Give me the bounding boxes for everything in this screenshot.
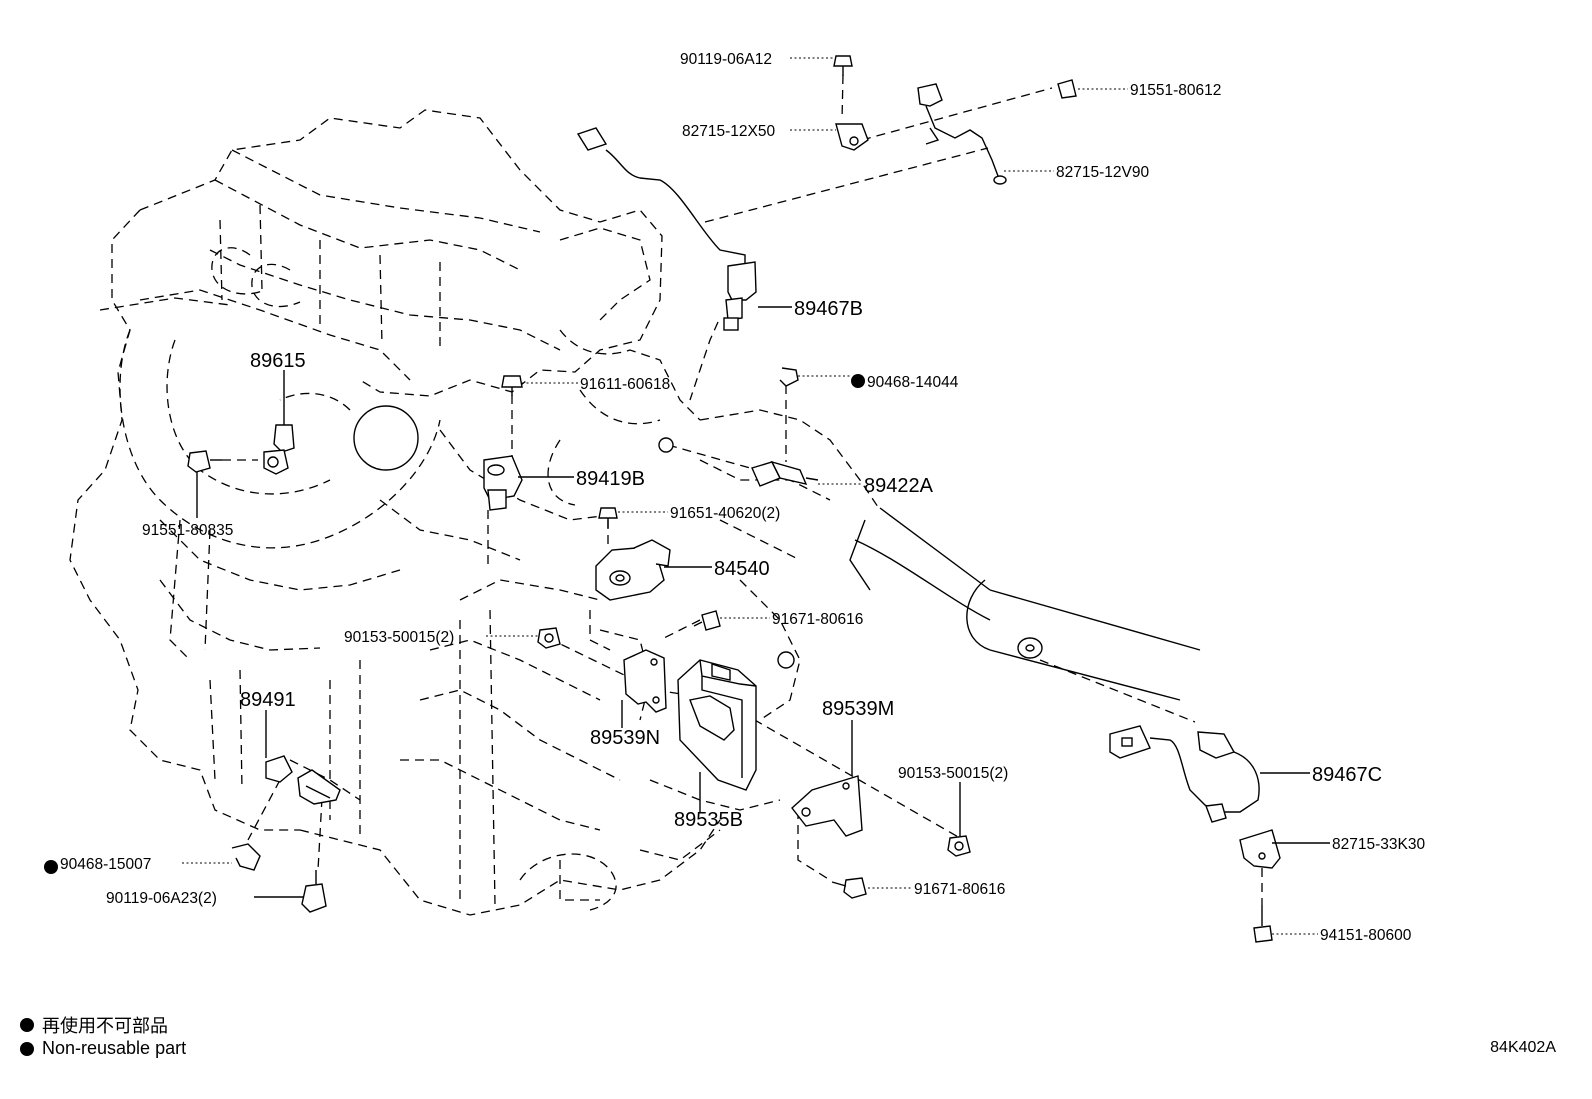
sensor-89615 [263,424,295,475]
bolt-91651-40620 [598,507,618,528]
label-90153-50015-right[interactable]: 90153-50015(2) [898,765,1008,782]
label-84540[interactable]: 84540 [714,558,770,580]
legend-text-english: Non-reusable part [42,1038,187,1058]
label-91651-40620[interactable]: 91651-40620(2) [670,505,780,522]
label-91551-80612[interactable]: 91551-80612 [1130,82,1221,99]
clip-90468-15007 [231,843,261,871]
ecu-89535B [677,659,757,791]
label-90119-06A12[interactable]: 90119-06A12 [680,51,772,68]
label-90119-06A23[interactable]: 90119-06A23(2) [106,890,217,907]
filled-circle-icon [20,1018,34,1032]
label-89539N[interactable]: 89539N [590,727,660,749]
bolt-91671-80616-upper [693,610,721,631]
label-89419B[interactable]: 89419B [576,468,645,490]
switch-84540 [595,539,671,601]
label-82715-12X50[interactable]: 82715-12X50 [682,123,775,140]
bolt-90153-50015-right [947,835,971,857]
label-90153-50015-left[interactable]: 90153-50015(2) [344,629,454,646]
bolt-91671-80616-lower [831,877,867,899]
label-91671-80616-lower[interactable]: 91671-80616 [914,881,1005,898]
bolt-90153-50015-left [537,627,561,649]
bolt-90119-06A12 [833,55,853,76]
sensor-89422A [658,437,819,487]
label-89615[interactable]: 89615 [250,350,306,372]
legend-item-japanese: 再使用不可部品 [20,1012,168,1038]
label-89422A[interactable]: 89422A [864,475,934,497]
speed-sensor-89467C [1109,725,1260,823]
bolt-91611-60618 [501,375,523,396]
bracket-89539N [623,649,667,713]
bolt-91551-80612 [1057,79,1077,99]
bolt-90119-06A23 [301,870,327,913]
bracket-82715-33K30 [1239,829,1281,869]
sensor-89491 [265,755,341,805]
label-91551-80835[interactable]: 91551-80835 [142,522,233,539]
label-89467B[interactable]: 89467B [794,298,863,320]
engine-transaxle-outline [69,109,881,916]
clamp-82715-12V90 [917,83,1007,185]
diagram-code: 84K402A [1490,1039,1556,1056]
label-90468-14044[interactable]: 90468-14044 [867,374,959,391]
non-reusable-marker-1 [851,374,865,388]
label-89491[interactable]: 89491 [240,689,296,711]
label-91671-80616-upper[interactable]: 91671-80616 [772,611,863,628]
clamp-82715-12X50 [835,123,869,151]
label-89535B[interactable]: 89535B [674,809,743,831]
clip-90468-14044 [779,367,799,387]
label-94151-80600[interactable]: 94151-80600 [1320,927,1412,944]
label-90468-15007[interactable]: 90468-15007 [60,856,151,873]
legend-item-english: Non-reusable part [20,1038,186,1059]
label-leaders [182,57,1330,935]
bracket-89539M [791,775,863,837]
label-89467C[interactable]: 89467C [1312,764,1382,786]
sensor-89419B [483,455,523,511]
driveshaft-tube [849,507,1201,701]
nut-94151-80600 [1253,905,1273,943]
label-82715-12V90[interactable]: 82715-12V90 [1056,164,1149,181]
speed-sensor-89467B [576,127,757,331]
bolt-91551-80835 [187,450,222,473]
label-89539M[interactable]: 89539M [822,698,894,720]
filled-circle-icon [20,1041,34,1056]
label-91611-60618[interactable]: 91611-60618 [580,376,670,393]
non-reusable-marker-2 [44,860,58,874]
part-number-labels: 90119-06A12 91551-80612 82715-12X50 8271… [44,51,1425,944]
legend-text-japanese: 再使用不可部品 [42,1016,168,1036]
label-82715-33K30[interactable]: 82715-33K30 [1332,836,1425,853]
